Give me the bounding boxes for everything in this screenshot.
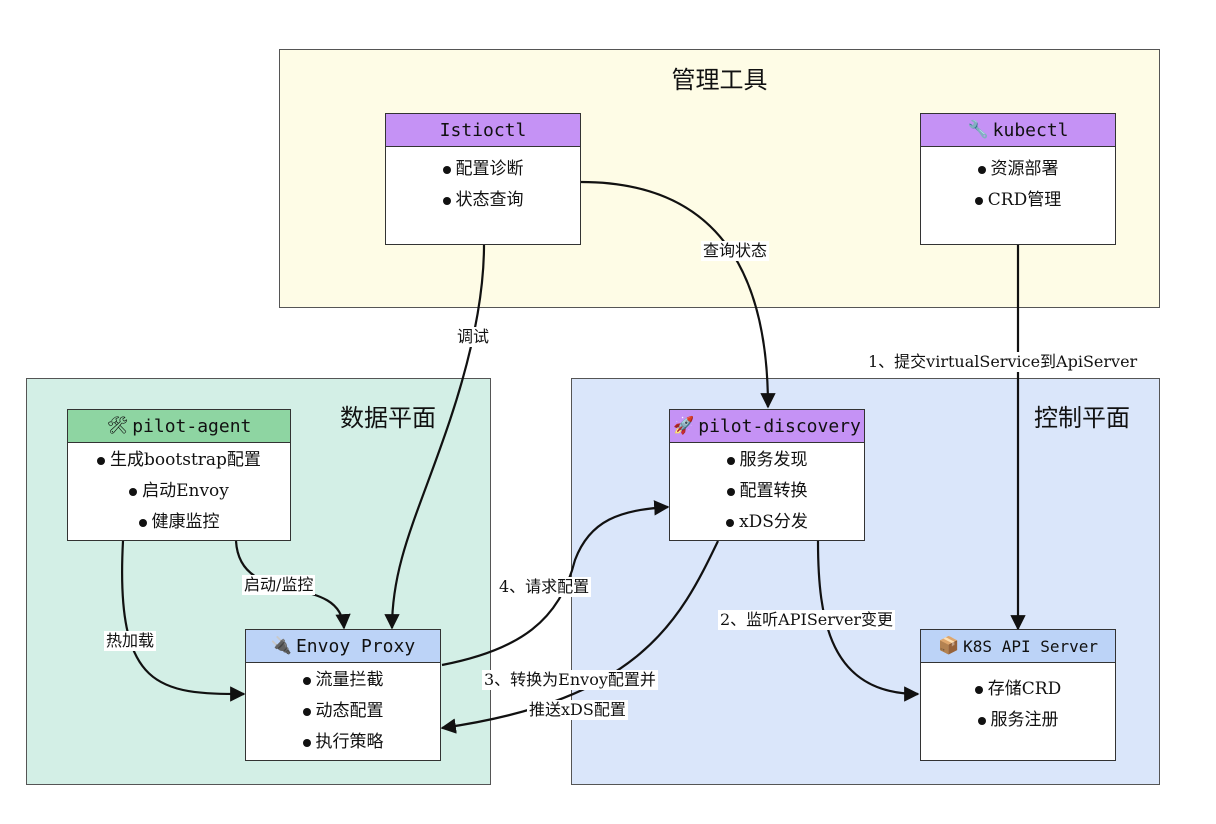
bullet-icon (129, 487, 138, 496)
istioctl-title: Istioctl (439, 119, 527, 141)
envoy-proxy-header: 🔌 Envoy Proxy (246, 630, 440, 663)
edge-label-convert-push-2: 推送xDS配置 (527, 700, 628, 720)
bullet-icon (726, 487, 735, 496)
edge-convert-push (440, 540, 719, 734)
edge-label-submit-vs: 1、提交virtualService到ApiServer (866, 352, 1140, 372)
kubectl-item: CRD管理 (974, 185, 1061, 216)
bullet-icon (726, 456, 735, 465)
bullet-icon (302, 676, 311, 685)
istioctl-header: Istioctl (386, 114, 580, 147)
kubectl-items: 资源部署 CRD管理 (921, 147, 1115, 216)
edge-label-debug: 调试 (455, 327, 492, 347)
kubectl-item: 资源部署 (977, 154, 1059, 185)
edge-query-status (580, 180, 776, 409)
rocket-icon: 🚀 (673, 416, 695, 436)
bullet-icon (302, 738, 311, 747)
bullet-icon (977, 716, 986, 725)
istioctl-items: 配置诊断 状态查询 (386, 147, 580, 216)
pilot-agent-title: pilot-agent (132, 415, 252, 437)
bullet-icon (442, 165, 451, 174)
edge-label-query-status: 查询状态 (701, 241, 770, 261)
istioctl-item: 状态查询 (442, 185, 524, 216)
kubectl-title: kubectl (992, 119, 1069, 141)
envoy-proxy-item: 动态配置 (302, 696, 384, 727)
envoy-proxy-item: 流量拦截 (302, 665, 384, 696)
pilot-discovery-item: xDS分发 (726, 507, 808, 538)
kubectl-header: 🔧 kubectl (921, 114, 1115, 147)
bullet-icon (977, 165, 986, 174)
bullet-icon (97, 456, 106, 465)
kubectl-node: 🔧 kubectl 资源部署 CRD管理 (920, 113, 1116, 245)
edge-watch-apiserver (816, 540, 920, 702)
istioctl-node: Istioctl 配置诊断 状态查询 (385, 113, 581, 245)
envoy-proxy-item: 执行策略 (302, 727, 384, 758)
edge-request-config (441, 500, 670, 667)
edge-label-request-config: 4、请求配置 (497, 577, 592, 597)
pilot-agent-node: 🛠 pilot-agent 生成bootstrap配置 启动Envoy 健康监控 (67, 409, 291, 541)
pilot-agent-item: 启动Envoy (129, 476, 229, 507)
mgmt-tools-title: 管理工具 (671, 66, 768, 94)
control-plane-title: 控制平面 (1034, 404, 1130, 432)
k8s-api-server-item: 存储CRD (974, 674, 1061, 705)
wrench-icon: 🔧 (967, 120, 989, 140)
edge-label-convert-push-1: 3、转换为Envoy配置并 (482, 670, 658, 690)
k8s-api-server-node: 📦 K8S API Server 存储CRD 服务注册 (920, 629, 1116, 761)
k8s-api-server-title: K8S API Server (963, 636, 1099, 656)
envoy-proxy-node: 🔌 Envoy Proxy 流量拦截 动态配置 执行策略 (245, 629, 441, 761)
pilot-discovery-title: pilot-discovery (698, 415, 861, 437)
data-plane-title: 数据平面 (340, 404, 436, 432)
edge-label-hot-reload: 热加载 (104, 631, 157, 651)
edge-label-watch-apiserver: 2、监听APIServer变更 (718, 610, 896, 630)
pilot-agent-item: 健康监控 (138, 507, 220, 538)
bullet-icon (974, 685, 983, 694)
pilot-agent-header: 🛠 pilot-agent (68, 410, 290, 443)
bullet-icon (442, 196, 451, 205)
plug-icon: 🔌 (270, 636, 292, 656)
envoy-proxy-title: Envoy Proxy (295, 635, 416, 657)
edge-debug (384, 244, 486, 630)
istioctl-item: 配置诊断 (442, 154, 524, 185)
pilot-discovery-item: 服务发现 (726, 445, 808, 476)
tools-icon: 🛠 (106, 416, 129, 436)
k8s-api-server-item: 服务注册 (977, 705, 1059, 736)
pilot-agent-items: 生成bootstrap配置 启动Envoy 健康监控 (68, 443, 290, 538)
pilot-discovery-items: 服务发现 配置转换 xDS分发 (670, 443, 864, 538)
bullet-icon (974, 196, 983, 205)
pilot-discovery-item: 配置转换 (726, 476, 808, 507)
edge-hot-reload (121, 540, 246, 702)
envoy-proxy-items: 流量拦截 动态配置 执行策略 (246, 663, 440, 758)
bullet-icon (302, 707, 311, 716)
package-icon: 📦 (937, 636, 960, 656)
bullet-icon (138, 518, 147, 527)
k8s-api-server-header: 📦 K8S API Server (921, 630, 1115, 663)
pilot-agent-item: 生成bootstrap配置 (97, 445, 261, 476)
pilot-discovery-header: 🚀 pilot-discovery (670, 410, 864, 443)
edge-label-start-monitor: 启动/监控 (242, 575, 316, 595)
bullet-icon (726, 518, 735, 527)
pilot-discovery-node: 🚀 pilot-discovery 服务发现 配置转换 xDS分发 (669, 409, 865, 541)
k8s-api-server-items: 存储CRD 服务注册 (921, 663, 1115, 736)
